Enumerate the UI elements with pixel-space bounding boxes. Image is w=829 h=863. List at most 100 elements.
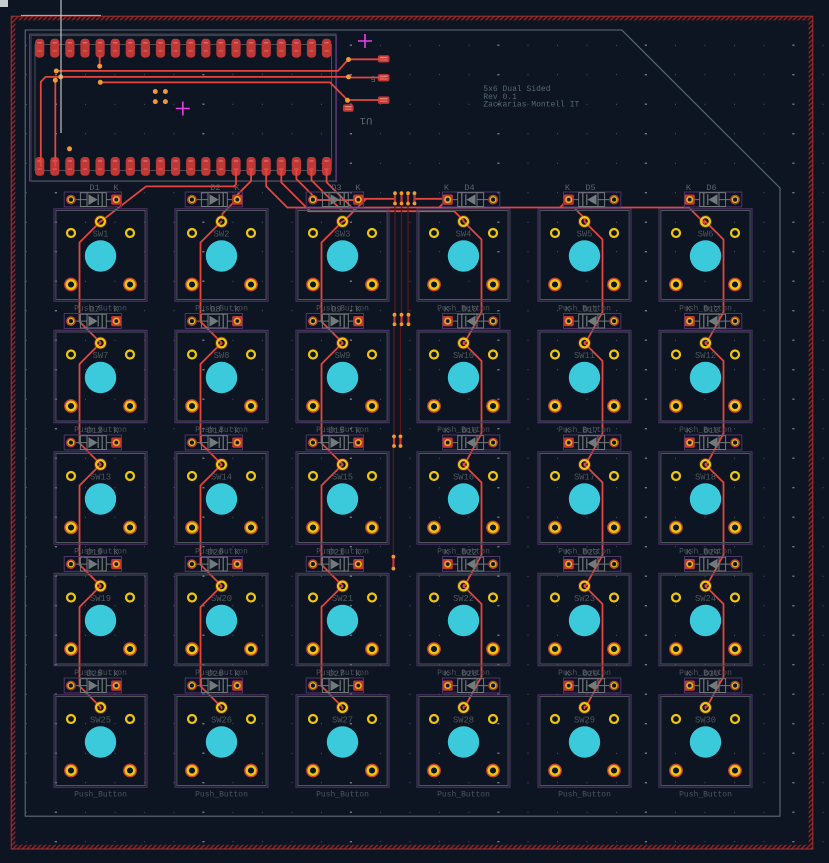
svg-text:D7: D7 [89,304,99,314]
svg-text:K: K [686,183,692,193]
svg-text:D22: D22 [462,547,477,557]
svg-text:K: K [355,304,361,314]
svg-text:D16: D16 [462,426,477,436]
svg-text:D19: D19 [87,547,102,557]
svg-text:SW26: SW26 [211,716,232,726]
svg-text:K: K [113,304,119,314]
svg-text:D14: D14 [208,426,223,436]
svg-text:5: 5 [370,73,375,83]
svg-text:D4: D4 [464,183,474,193]
svg-text:SW18: SW18 [695,473,716,483]
svg-text:Push_Button: Push_Button [74,426,127,435]
svg-text:Zackarias Montell IT: Zackarias Montell IT [483,101,579,110]
svg-text:Push_Button: Push_Button [316,305,369,314]
svg-text:Push_Button: Push_Button [316,426,369,435]
svg-text:SW15: SW15 [332,473,353,483]
svg-text:SW17: SW17 [574,473,595,483]
svg-text:SW3: SW3 [335,230,351,240]
svg-text:U1: U1 [360,114,373,126]
svg-text:Push_Button: Push_Button [679,305,732,314]
svg-text:K: K [234,547,240,557]
svg-text:D23: D23 [583,547,598,557]
svg-text:D10: D10 [462,304,477,314]
svg-text:Push_Button: Push_Button [195,426,248,435]
svg-text:D5: D5 [585,183,595,193]
svg-text:Push_Button: Push_Button [558,669,611,678]
svg-text:K: K [355,426,361,436]
svg-text:D18: D18 [704,426,719,436]
svg-text:SW4: SW4 [456,230,472,240]
svg-text:D17: D17 [583,426,598,436]
svg-text:SW19: SW19 [90,594,111,604]
svg-text:D27: D27 [329,669,344,679]
svg-text:Push_Button: Push_Button [195,305,248,314]
svg-text:Push_Button: Push_Button [74,791,127,800]
svg-text:K: K [355,669,361,679]
svg-text:Push_Button: Push_Button [437,548,490,557]
svg-text:K: K [686,547,692,557]
svg-text:K: K [355,183,361,193]
svg-text:K: K [444,183,450,193]
svg-text:D20: D20 [208,547,223,557]
svg-text:K: K [565,426,571,436]
svg-text:SW30: SW30 [695,716,716,726]
svg-text:SW9: SW9 [335,351,351,361]
svg-text:SW23: SW23 [574,594,595,604]
svg-text:D25: D25 [87,669,102,679]
svg-text:SW12: SW12 [695,351,716,361]
svg-text:K: K [686,426,692,436]
svg-text:Push_Button: Push_Button [316,669,369,678]
svg-text:K: K [234,183,240,193]
svg-text:K: K [565,304,571,314]
svg-text:D13: D13 [87,426,102,436]
svg-text:SW27: SW27 [332,716,353,726]
svg-text:SW14: SW14 [211,473,232,483]
svg-text:K: K [565,669,571,679]
svg-text:D9: D9 [331,304,341,314]
svg-text:SW5: SW5 [577,230,593,240]
svg-text:K: K [444,304,450,314]
svg-text:K: K [234,426,240,436]
svg-text:D3: D3 [331,183,341,193]
svg-text:D29: D29 [583,669,598,679]
svg-text:K: K [113,547,119,557]
svg-text:SW11: SW11 [574,351,595,361]
svg-text:Push_Button: Push_Button [437,426,490,435]
svg-text:SW28: SW28 [453,716,474,726]
svg-text:Push_Button: Push_Button [195,548,248,557]
svg-text:Push_Button: Push_Button [74,548,127,557]
svg-text:Push_Button: Push_Button [316,548,369,557]
svg-text:D21: D21 [329,547,344,557]
svg-text:Push_Button: Push_Button [558,305,611,314]
svg-text:Push_Button: Push_Button [316,791,369,800]
svg-text:Push_Button: Push_Button [437,305,490,314]
svg-text:SW29: SW29 [574,716,595,726]
svg-text:K: K [234,304,240,314]
svg-text:Push_Button: Push_Button [195,791,248,800]
svg-text:SW7: SW7 [93,351,109,361]
svg-text:D30: D30 [704,669,719,679]
svg-text:K: K [686,669,692,679]
svg-text:Push_Button: Push_Button [195,669,248,678]
svg-text:K: K [444,426,450,436]
svg-text:K: K [355,547,361,557]
svg-text:D1: D1 [89,183,99,193]
svg-text:D28: D28 [462,669,477,679]
svg-text:SW13: SW13 [90,473,111,483]
svg-text:K: K [565,183,571,193]
svg-text:Push_Button: Push_Button [558,548,611,557]
svg-text:SW21: SW21 [332,594,353,604]
svg-text:SW20: SW20 [211,594,232,604]
svg-text:D15: D15 [329,426,344,436]
svg-text:Push_Button: Push_Button [558,791,611,800]
svg-text:D24: D24 [704,547,719,557]
svg-text:SW16: SW16 [453,473,474,483]
svg-text:SW8: SW8 [214,351,230,361]
svg-text:SW25: SW25 [90,716,111,726]
svg-text:D11: D11 [583,304,598,314]
svg-text:5x6 Dual Sided: 5x6 Dual Sided [483,85,550,94]
svg-text:Push_Button: Push_Button [558,426,611,435]
svg-text:K: K [113,426,119,436]
svg-text:Push_Button: Push_Button [679,669,732,678]
svg-text:Push_Button: Push_Button [74,305,127,314]
